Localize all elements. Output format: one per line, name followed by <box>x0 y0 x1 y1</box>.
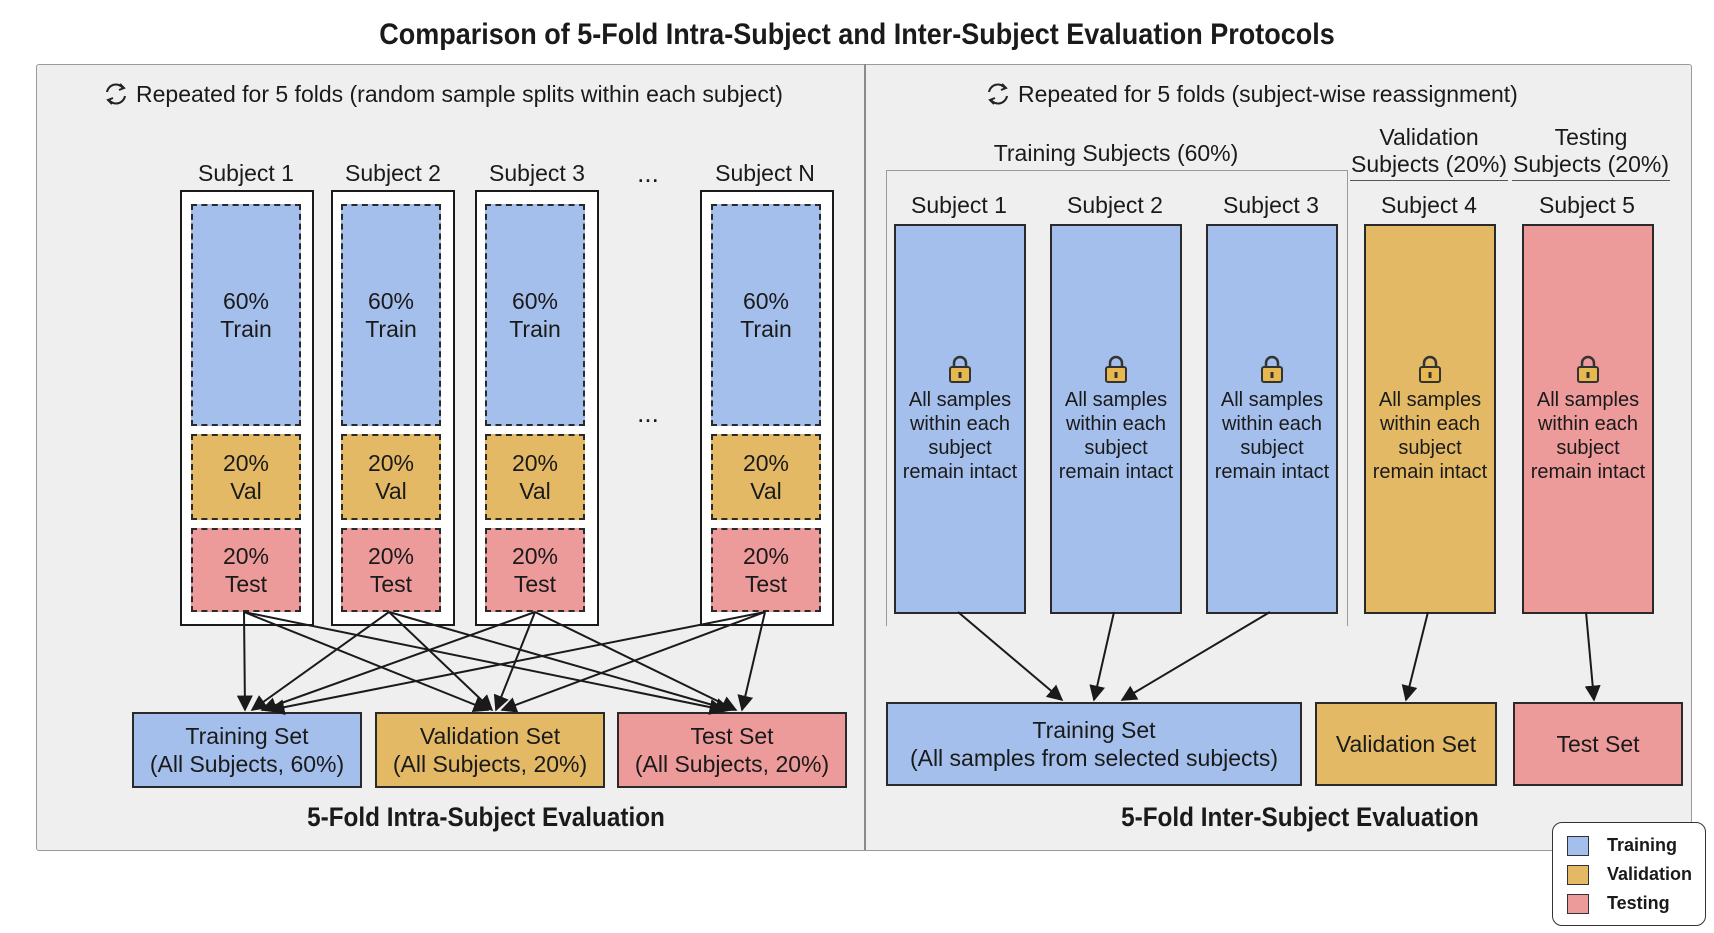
arrow <box>268 611 766 716</box>
intra-subject-ellipsis: ... <box>637 158 659 188</box>
intra-middle-ellipsis: ... <box>637 398 659 428</box>
arrow <box>388 611 494 712</box>
inter-validation-set: Validation Set <box>1315 702 1497 786</box>
val-segment: 20% Val <box>191 434 301 520</box>
intra-subject-label: Subject N <box>715 160 815 186</box>
lock-icon <box>1105 355 1127 383</box>
intact-note: All samples within each subject remain i… <box>1372 389 1488 483</box>
test-segment: 20% Test <box>711 528 821 612</box>
train-segment: 60% Train <box>711 204 821 426</box>
inter-test-set: Test Set <box>1513 702 1683 786</box>
val-segment: 20% Val <box>341 434 441 520</box>
intact-note: All samples within each subject remain i… <box>1530 389 1646 483</box>
intra-repeat-note: Repeated for 5 folds (random sample spli… <box>102 80 783 108</box>
legend-swatch <box>1567 893 1589 914</box>
inter-subject-label: Subject 2 <box>1067 192 1163 218</box>
legend-label: Training <box>1607 835 1678 855</box>
lock-icon <box>1577 355 1599 383</box>
inter-repeat-text: Repeated for 5 folds (subject-wise reass… <box>1018 80 1518 107</box>
arrow <box>957 611 1064 702</box>
inter-repeat-note: Repeated for 5 folds (subject-wise reass… <box>984 80 1518 108</box>
test-segment: 20% Test <box>485 528 585 612</box>
repeat-icon <box>106 83 126 105</box>
inter-training-subject-column: All samples within each subject remain i… <box>1206 224 1338 614</box>
train-segment: 60% Train <box>341 204 441 426</box>
intra-validation-set: Validation Set (All Subjects, 20%) <box>375 712 605 788</box>
intact-note: All samples within each subject remain i… <box>1058 389 1174 483</box>
intra-repeat-text: Repeated for 5 folds (random sample spli… <box>136 80 783 107</box>
diagram-title: Comparison of 5-Fold Intra-Subject and I… <box>379 18 1335 51</box>
arrow <box>260 611 536 713</box>
legend-swatch <box>1567 864 1589 885</box>
arrow <box>737 611 766 712</box>
legend-item-validation: Validation <box>1553 860 1705 889</box>
intra-section-label: 5-Fold Intra-Subject Evaluation <box>307 802 665 832</box>
training-subjects-bracket <box>886 170 1348 626</box>
arrow <box>1089 611 1115 702</box>
intra-training-set: Training Set (All Subjects, 60%) <box>132 712 362 788</box>
inter-subject-label: Subject 3 <box>1223 192 1319 218</box>
intra-subject-label: Subject 3 <box>489 160 585 186</box>
lock-icon <box>949 355 971 383</box>
training-subjects-group-label: Training Subjects (60%) <box>993 140 1239 166</box>
inter-subject-label: Subject 1 <box>911 192 1007 218</box>
intra-subject-label: Subject 1 <box>198 160 294 186</box>
test-segment: 20% Test <box>341 528 441 612</box>
arrow <box>388 611 732 714</box>
validation-subjects-group-label: Validation Subjects (20%) <box>1350 124 1508 181</box>
intra-test-set: Test Set (All Subjects, 20%) <box>617 712 847 788</box>
intact-note: All samples within each subject remain i… <box>1214 389 1330 483</box>
val-segment: 20% Val <box>485 434 585 520</box>
lock-icon <box>1419 355 1441 383</box>
inter-subject-label: Subject 4 <box>1381 192 1477 218</box>
arrow <box>236 611 253 712</box>
train-segment: 60% Train <box>485 204 585 426</box>
inter-validation-subject-column: All samples within each subject remain i… <box>1364 224 1496 614</box>
val-segment: 20% Val <box>711 434 821 520</box>
panel-divider <box>864 64 866 850</box>
arrow <box>1584 611 1601 702</box>
inter-training-set: Training Set (All samples from selected … <box>886 702 1302 786</box>
repeat-icon <box>988 83 1008 105</box>
inter-subject-label: Subject 5 <box>1539 192 1635 218</box>
legend-item-training: Training <box>1553 831 1705 860</box>
legend-label: Validation <box>1607 864 1693 884</box>
testing-subjects-group-label: Testing Subjects (20%) <box>1512 124 1670 181</box>
arrow <box>243 611 726 715</box>
intact-note: All samples within each subject remain i… <box>902 389 1018 483</box>
lock-icon <box>1261 355 1283 383</box>
arrow <box>1401 611 1429 702</box>
inter-training-subject-column: All samples within each subject remain i… <box>1050 224 1182 614</box>
test-segment: 20% Test <box>191 528 301 612</box>
intra-subject-label: Subject 2 <box>345 160 441 186</box>
arrow <box>1120 611 1271 701</box>
train-segment: 60% Train <box>191 204 301 426</box>
arrow <box>250 611 390 711</box>
legend-item-testing: Testing <box>1553 889 1705 918</box>
arrow <box>500 611 766 713</box>
arrow <box>243 611 490 713</box>
inter-test-subject-column: All samples within each subject remain i… <box>1522 224 1654 614</box>
legend: Training Validation Testing <box>1552 822 1706 926</box>
inter-section-label: 5-Fold Inter-Subject Evaluation <box>1121 802 1479 832</box>
legend-swatch <box>1567 835 1589 856</box>
legend-label: Testing <box>1607 893 1670 913</box>
